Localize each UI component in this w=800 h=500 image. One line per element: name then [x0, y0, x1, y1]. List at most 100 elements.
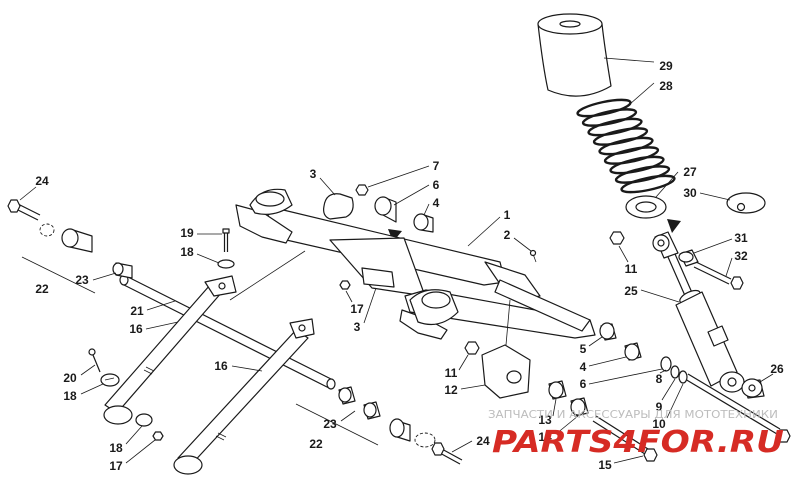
bushing-pair-left [61, 228, 133, 279]
callout-23-bottom: 23 [323, 410, 356, 431]
watermark-tagline: ЗАПЧАСТИ И АКСЕССУАРЫ ДЛЯ МОТОТЕХНИКИ [488, 408, 778, 421]
svg-text:23: 23 [75, 273, 89, 287]
callout-24-bottom: 24 [451, 434, 490, 453]
svg-text:5: 5 [580, 342, 587, 356]
shock-spacer-part [678, 249, 699, 267]
svg-text:22: 22 [309, 437, 323, 451]
callout-12: 12 [444, 383, 486, 397]
shock-bracket-part [481, 344, 531, 399]
callout-32: 32 [725, 249, 748, 277]
assembly-line [229, 250, 306, 301]
callout-24-top: 24 [19, 174, 49, 201]
down-arrow-icon [667, 219, 681, 233]
callout-4: 4 [423, 196, 440, 216]
svg-text:15: 15 [598, 458, 612, 472]
callout-17-mid: 17 [345, 290, 364, 316]
svg-text:29: 29 [659, 59, 673, 73]
pivot-pad-part [361, 267, 395, 288]
bushing-pair-bottom [338, 386, 411, 442]
bolt-part [7, 199, 41, 221]
svg-text:2: 2 [504, 228, 511, 242]
callout-26: 26 [759, 362, 784, 383]
svg-text:12: 12 [444, 383, 458, 397]
grease-fitting-part [529, 249, 537, 263]
nut-part [339, 280, 351, 290]
bump-stop-part [537, 13, 612, 97]
callout-11-mid: 11 [445, 354, 469, 380]
strap-left-part [103, 275, 237, 425]
shock-bushing-part [741, 378, 765, 399]
svg-text:24: 24 [476, 434, 490, 448]
callout-7: 7 [367, 159, 440, 188]
callout-1: 1 [467, 208, 511, 247]
callout-6-right: 6 [580, 368, 663, 391]
callout-4-right: 4 [580, 356, 627, 374]
svg-text:6: 6 [580, 377, 587, 391]
callout-25: 25 [624, 284, 680, 303]
callout-6: 6 [393, 178, 440, 206]
strap-right-part [173, 318, 315, 475]
svg-text:3: 3 [310, 167, 317, 181]
callout-8: 8 [656, 369, 667, 386]
nut-part [355, 184, 369, 196]
svg-text:26: 26 [770, 362, 784, 376]
washer-part [39, 223, 55, 237]
washer-part [414, 432, 436, 448]
washer-part [217, 259, 235, 269]
callout-18-left: 18 [63, 383, 104, 403]
svg-text:17: 17 [109, 459, 123, 473]
svg-text:31: 31 [734, 231, 748, 245]
spring-cup-part [726, 192, 766, 214]
svg-text:30: 30 [683, 186, 697, 200]
svg-text:11: 11 [445, 366, 458, 380]
callout-16-right: 16 [214, 359, 263, 373]
callout-30: 30 [683, 186, 731, 201]
callout-22-bottom: 22 [309, 437, 323, 451]
callout-17-bottom: 17 [109, 439, 156, 473]
svg-text:4: 4 [433, 196, 440, 210]
svg-text:16: 16 [214, 359, 228, 373]
pivot-bushing-part [413, 213, 434, 233]
washer-part [135, 413, 153, 427]
svg-text:17: 17 [350, 302, 364, 316]
flanged-bushing-part [374, 196, 397, 223]
callout-3-top: 3 [310, 167, 336, 196]
callout-20: 20 [63, 364, 96, 385]
svg-text:19: 19 [180, 226, 194, 240]
watermark-logo: PARTS4FOR.RU [492, 425, 784, 460]
bolt-part [431, 442, 463, 465]
nut-part [609, 231, 625, 245]
callout-22-left: 22 [35, 282, 49, 296]
bushing-part [570, 397, 589, 417]
svg-text:20: 20 [63, 371, 77, 385]
svg-text:16: 16 [129, 322, 143, 336]
svg-text:13: 13 [538, 413, 552, 427]
callout-15: 15 [598, 455, 644, 472]
callout-14: 14 [538, 415, 579, 444]
svg-text:21: 21 [130, 304, 144, 318]
svg-text:6: 6 [433, 178, 440, 192]
callout-21: 21 [130, 300, 176, 318]
svg-text:1: 1 [504, 208, 511, 222]
svg-text:14: 14 [538, 430, 552, 444]
svg-text:18: 18 [109, 441, 123, 455]
nut-part [152, 431, 164, 441]
svg-text:28: 28 [659, 79, 673, 93]
callout-11-right: 11 [618, 245, 638, 276]
svg-text:24: 24 [35, 174, 49, 188]
callout-31: 31 [693, 231, 748, 254]
callout-29: 29 [603, 57, 673, 73]
spring-washer-part [625, 195, 667, 219]
svg-text:25: 25 [624, 284, 638, 298]
shock-bolt-part [693, 261, 744, 290]
callout-13: 13 [538, 398, 557, 427]
callout-10: 10 [652, 383, 684, 431]
svg-text:22: 22 [35, 282, 49, 296]
bushing-part [548, 380, 567, 400]
callout-2: 2 [504, 228, 532, 252]
callout-28: 28 [629, 79, 673, 105]
assembly-line [505, 299, 511, 346]
callout-9: 9 [656, 378, 676, 414]
svg-text:9: 9 [656, 400, 663, 414]
